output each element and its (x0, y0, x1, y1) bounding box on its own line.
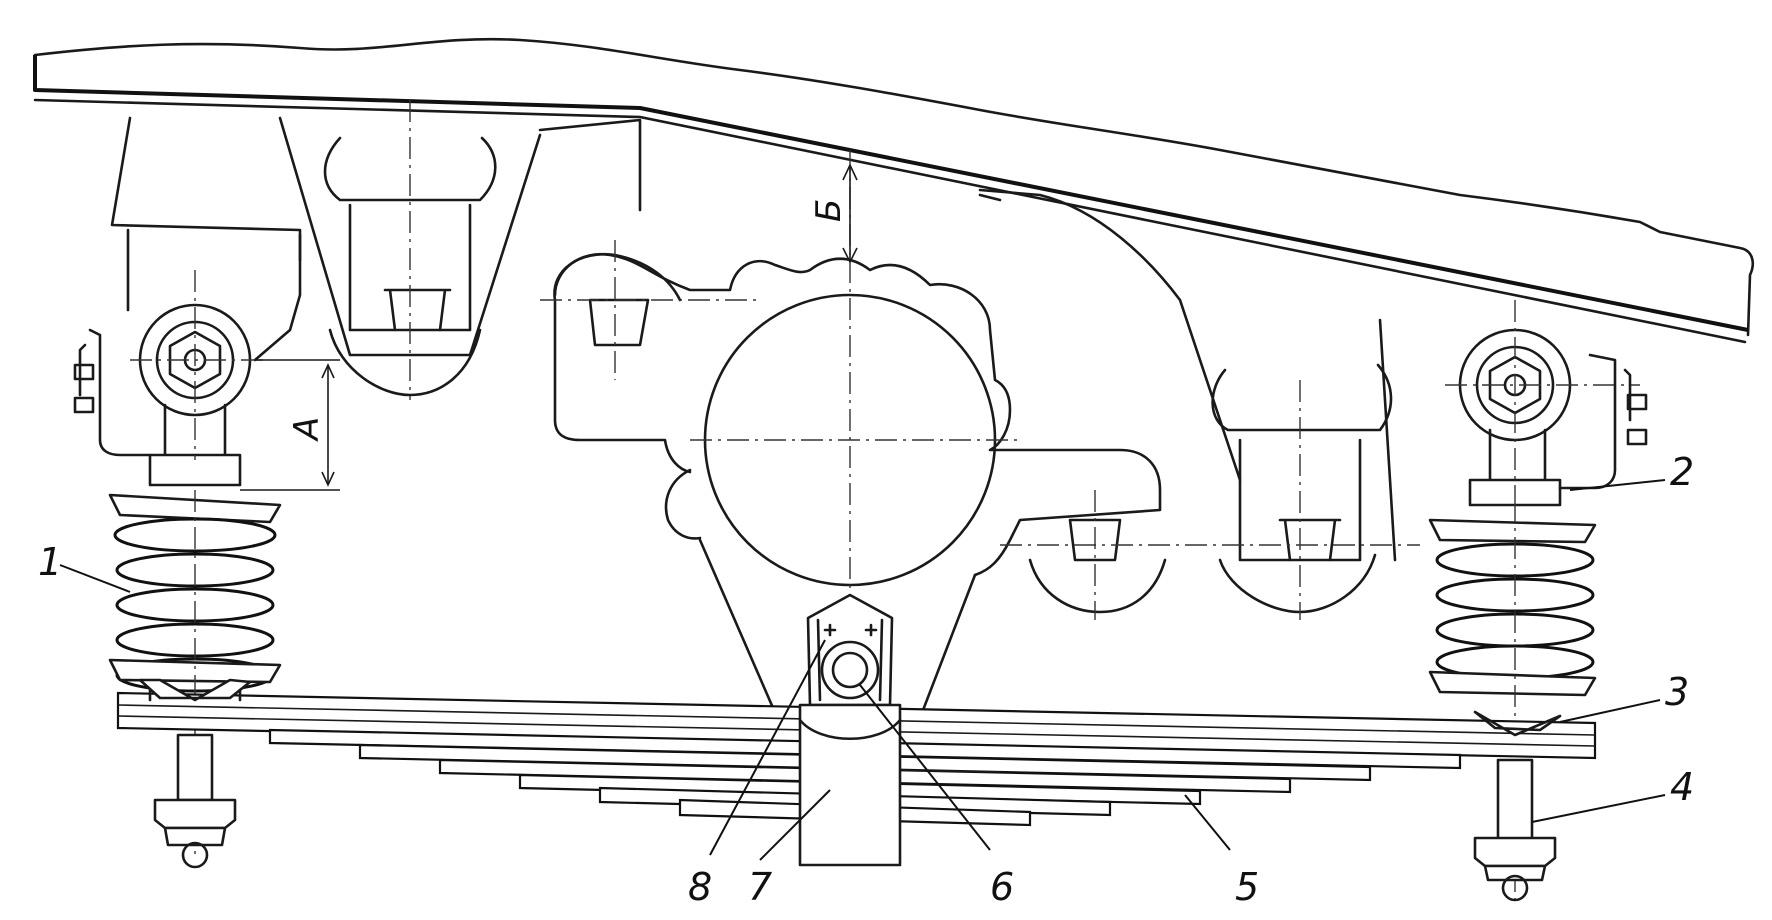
right-shackle (1445, 300, 1640, 507)
callout-1: 1 (38, 540, 62, 584)
left-bracket (110, 116, 302, 362)
dimension-b-label: Б (809, 199, 849, 222)
leader-lines (59, 479, 1666, 861)
callout-labels: 1 2 3 4 5 6 7 8 (38, 450, 1694, 909)
dimension-b: Б (809, 163, 858, 264)
dimension-a: А (240, 359, 340, 491)
right-plate (1558, 353, 1648, 490)
center-clamp (798, 593, 902, 867)
callout-6: 6 (990, 865, 1014, 909)
dimension-a-label: А (287, 417, 327, 442)
left-spring-pad (138, 678, 252, 702)
vehicle-frame (33, 37, 1754, 344)
left-bolt (153, 733, 237, 869)
callout-2: 2 (1670, 450, 1694, 494)
left-spring-seat (540, 240, 760, 380)
left-axle-bracket (278, 100, 542, 400)
right-lower-lobe (1000, 490, 1420, 620)
callout-3: 3 (1665, 670, 1689, 714)
right-axle-bracket (1211, 318, 1397, 620)
callout-7: 7 (748, 865, 772, 909)
callout-8: 8 (688, 865, 712, 909)
callout-5: 5 (1235, 865, 1259, 909)
crossmember (538, 118, 1242, 482)
left-plate (73, 328, 152, 457)
callout-4: 4 (1670, 765, 1694, 809)
right-bolt (1473, 758, 1557, 902)
left-shackle (130, 270, 265, 487)
right-spring-pad (1473, 710, 1562, 737)
right-coil-spring (1428, 500, 1597, 905)
